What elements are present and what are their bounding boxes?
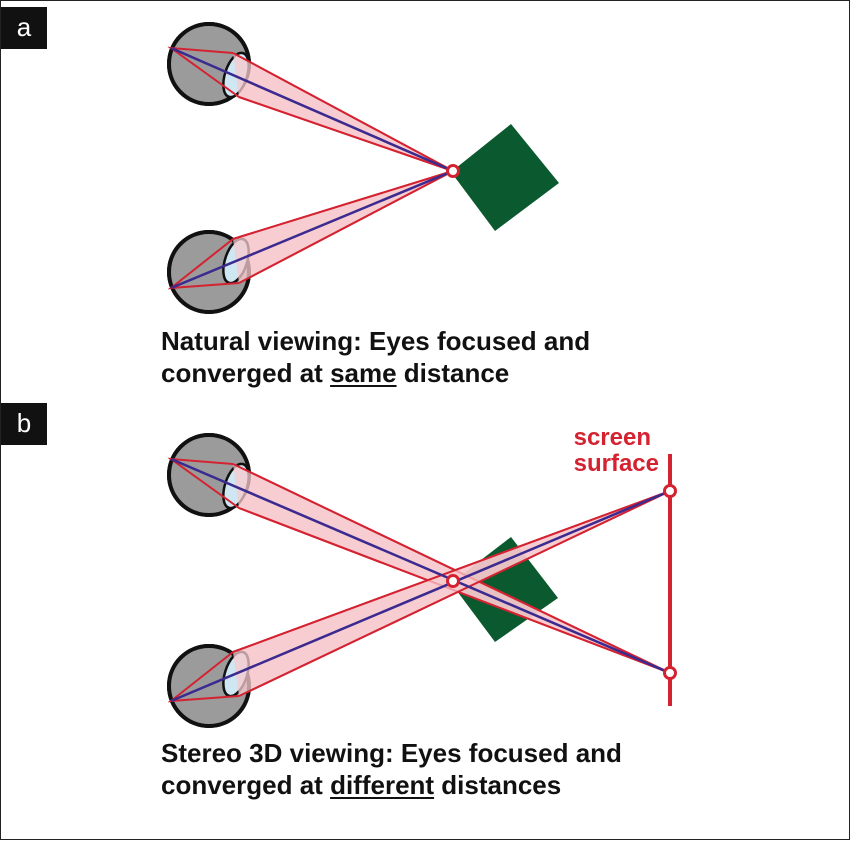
panel-a-lower-front-ray-upper <box>232 170 454 240</box>
caption-a-line2-suffix: distance <box>396 358 510 388</box>
panel-b-lower-front-visual-axis <box>170 489 671 703</box>
panel-a-object <box>451 124 559 231</box>
panel-a-drawing <box>167 22 559 314</box>
panel-a-fixation-point <box>446 164 460 178</box>
caption-a-emphasis: same <box>330 358 397 388</box>
caption-stereo-viewing: Stereo 3D viewing: Eyes focused and conv… <box>161 737 622 801</box>
panel-b-upper-front-visual-axis <box>170 457 671 675</box>
panel-label-b: b <box>1 403 47 445</box>
screen-point-top <box>663 484 677 498</box>
panel-b-lower-front-ray-lower <box>238 490 671 697</box>
caption-b-emphasis: different <box>330 770 435 800</box>
screen-label-line1: screen <box>573 424 651 451</box>
caption-a-line2-prefix: converged at <box>161 358 331 388</box>
panel-b-drawing <box>167 433 677 728</box>
screen-label-line2: surface <box>573 450 659 477</box>
panel-a-lower-front-visual-axis <box>170 169 454 290</box>
caption-b-line1: Stereo 3D viewing: Eyes focused and <box>161 738 622 768</box>
caption-b-line2-suffix: distances <box>434 770 562 800</box>
screen-point-bottom <box>663 666 677 680</box>
panel-b-convergence-point <box>446 574 460 588</box>
caption-b-line2-prefix: converged at <box>161 770 331 800</box>
panel-a-upper-front-visual-axis <box>170 46 454 173</box>
panel-a-upper-front-ray-lower <box>238 96 454 172</box>
panel-a-upper-front-ray-upper <box>232 52 454 172</box>
caption-a-line1: Natural viewing: Eyes focused and <box>161 326 591 356</box>
panel-label-a: a <box>1 7 47 49</box>
panel-b-upper-front-ray-upper <box>232 463 671 674</box>
panel-a-lower-front-ray-lower <box>238 170 454 284</box>
panel-b-lower-front-ray-upper <box>232 490 671 653</box>
caption-natural-viewing: Natural viewing: Eyes focused and conver… <box>161 325 590 389</box>
